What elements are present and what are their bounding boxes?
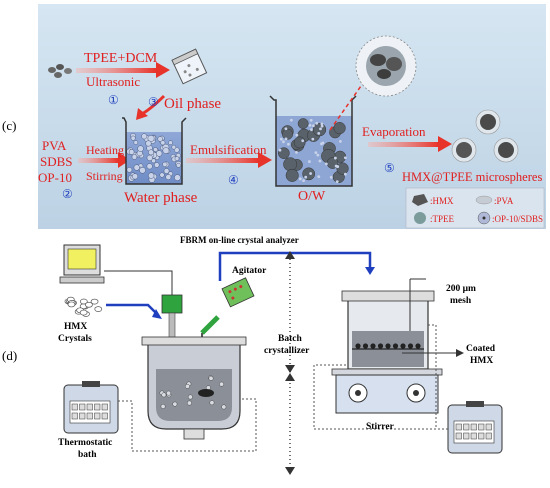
reagents-label: TPEE+DCM	[84, 51, 158, 66]
coated-label: Coated	[466, 344, 496, 354]
agitator-arm	[200, 315, 220, 335]
legend-tpee-label: :TPEE	[430, 214, 455, 224]
surfactant-pva: PVA	[42, 138, 67, 153]
panel-d-crystallizer-setup: FBRM on-line crystal analyzer Agitator H…	[52, 233, 550, 483]
vial-icon	[171, 48, 208, 85]
computer-monitor-icon	[59, 244, 105, 284]
thermostatic-label: Thermostatic	[58, 438, 112, 448]
legend-hmx-label: :HMX	[430, 196, 454, 206]
beaker-coating	[341, 278, 435, 370]
coolant-loop-right	[313, 364, 448, 430]
agitator-motor-icon	[221, 277, 255, 308]
legend-op10-label: :OP-10/SDBS	[492, 214, 543, 224]
panel-d-label: (d)	[2, 348, 18, 363]
panel-c-label: (c)	[2, 118, 17, 133]
beaker-oil-in-water	[269, 95, 357, 187]
beaker-water-phase	[122, 117, 187, 185]
arrow-evaporation	[368, 136, 452, 152]
fbrm-cable	[104, 270, 173, 301]
step5-label: ⑤	[384, 161, 395, 175]
legend-pva-icon	[475, 195, 493, 205]
thermostatic-bath-left	[63, 381, 119, 434]
legend-hmx-icon	[412, 194, 428, 206]
heating-label: Heating	[86, 143, 124, 157]
feed-arrow	[106, 303, 157, 314]
emulsification-label: Emulsification	[190, 142, 267, 157]
crystallizer-label: crystallizer	[264, 346, 310, 356]
panel-c-emulsification-process: TPEE+DCM Ultrasonic ① ③ Oil phase PVA SD…	[38, 4, 546, 229]
legend-box	[405, 187, 545, 229]
coolant-loop-left	[118, 398, 257, 452]
hmx-granules-icon	[48, 64, 72, 78]
ultrasonic-label: Ultrasonic	[86, 74, 140, 89]
arrow-heating-stirring	[78, 152, 130, 168]
crystals-label: Crystals	[58, 334, 92, 344]
surfactant-op10: OP-10	[38, 170, 72, 185]
agitator-label: Agitator	[232, 266, 267, 276]
stirrer-label: Stirrer	[366, 422, 395, 432]
panel-d-diagram: FBRM on-line crystal analyzer Agitator H…	[58, 235, 503, 475]
product-label: HMX@TPEE microspheres	[402, 170, 542, 184]
arrow-ultrasonic	[76, 62, 170, 78]
arrow-oil-to-water-head	[136, 108, 148, 120]
step3-label: ③	[148, 95, 159, 109]
reactor-vessel	[141, 336, 247, 440]
legend-pva-label: :PVA	[494, 196, 514, 206]
evaporation-label: Evaporation	[362, 124, 426, 139]
mesh-label: mesh	[450, 296, 472, 306]
legend-tpee-icon	[414, 212, 426, 224]
microsphere-zoom-icon	[355, 35, 417, 97]
step1-label: ①	[108, 93, 119, 107]
hmx-label: HMX	[64, 322, 87, 332]
panel-c-diagram: TPEE+DCM Ultrasonic ① ③ Oil phase PVA SD…	[38, 4, 546, 229]
step2-label: ②	[62, 187, 73, 201]
oil-phase-label: Oil phase	[164, 96, 221, 112]
transfer-pipe	[218, 251, 372, 281]
thermostatic-bath-right	[447, 401, 503, 454]
stirrer-plate	[331, 368, 443, 414]
ow-label: O/W	[298, 189, 326, 204]
mesh-size-label: 200 μm	[446, 284, 476, 294]
legend-op10-icon	[477, 211, 491, 225]
hmx-crystals-icon	[64, 296, 103, 317]
stirring-label: Stirring	[86, 169, 123, 183]
bath-label: bath	[78, 450, 97, 460]
water-phase-label: Water phase	[124, 190, 198, 206]
step4-label: ④	[228, 173, 239, 187]
surfactant-sdbs: SDBS	[40, 154, 73, 169]
arrow-emulsification	[186, 152, 272, 168]
product-microspheres-icon	[451, 109, 519, 163]
fbrm-label: FBRM on-line crystal analyzer	[180, 235, 299, 245]
batch-label: Batch	[278, 334, 302, 344]
coated-hmx-label: HMX	[470, 356, 493, 366]
